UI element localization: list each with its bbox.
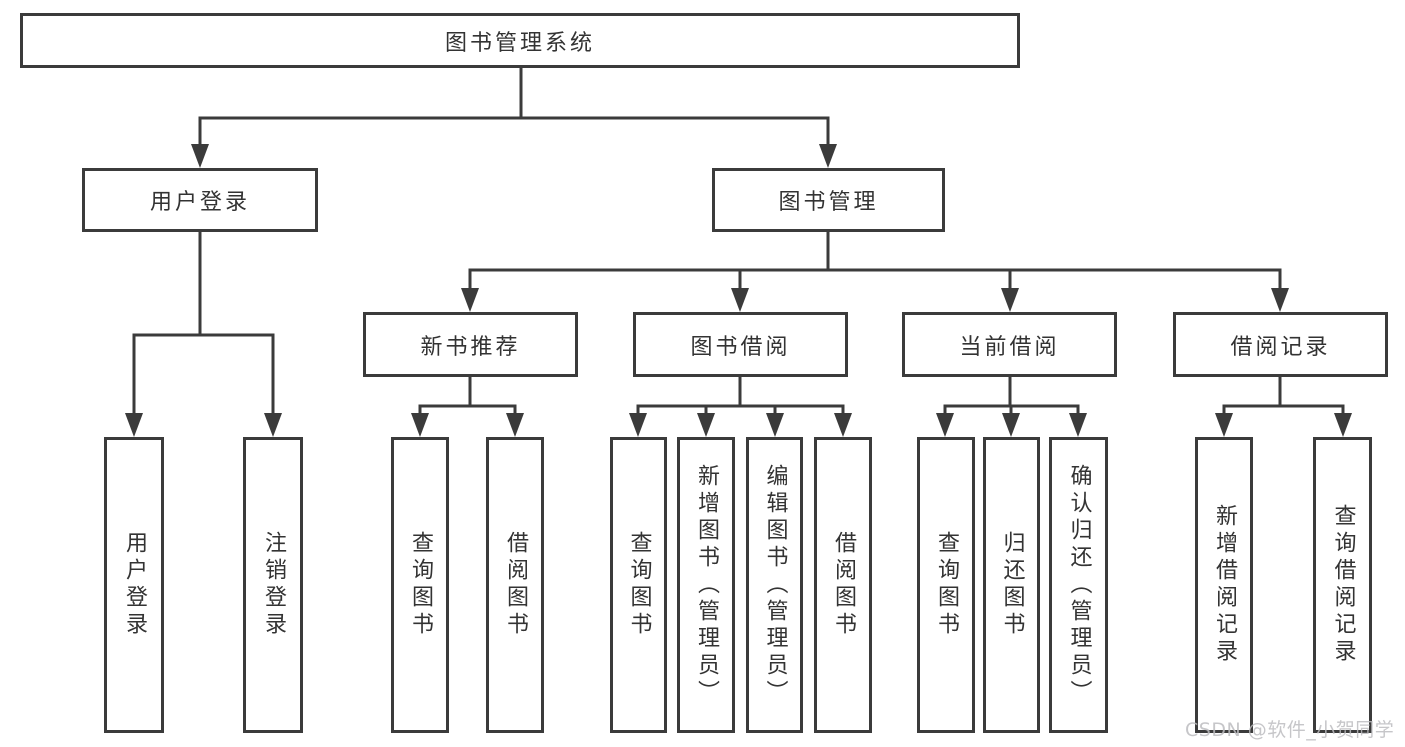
- leaf-borrow-books: 借阅图书: [814, 437, 872, 733]
- node-label: 新书推荐: [420, 334, 521, 360]
- leaf-logout: 注销登录: [243, 437, 303, 733]
- leaf-return-books: 归还图书: [983, 437, 1040, 733]
- leaf-confirm-return-admin: 确认归还（管理员）: [1049, 437, 1108, 733]
- node-book-management: 图书管理: [712, 168, 945, 232]
- leaf-edit-books-admin: 编辑图书（管理员）: [746, 437, 803, 733]
- leaf-add-books-admin: 新增图书（管理员）: [677, 437, 735, 733]
- node-label: 查询图书: [934, 531, 959, 639]
- node-label: 编辑图书（管理员）: [762, 463, 788, 707]
- leaf-query-books-borrow: 查询图书: [610, 437, 667, 733]
- node-label: 确认归还（管理员）: [1066, 463, 1092, 707]
- node-library-management-system: 图书管理系统: [20, 13, 1020, 68]
- node-label: 新增借阅记录: [1212, 504, 1237, 666]
- node-label: 用户登录: [122, 531, 147, 639]
- node-label: 查询图书: [408, 531, 433, 639]
- node-label: 借阅记录: [1230, 334, 1331, 360]
- node-label: 图书借阅: [690, 334, 791, 360]
- leaf-query-books-recommend: 查询图书: [391, 437, 449, 733]
- node-label: 查询借阅记录: [1330, 504, 1356, 666]
- node-label: 当前借阅: [959, 334, 1060, 360]
- node-new-book-recommendation: 新书推荐: [363, 312, 578, 377]
- node-book-borrowing: 图书借阅: [633, 312, 848, 377]
- csdn-watermark: CSDN @软件_小贺同学: [1185, 719, 1395, 741]
- leaf-add-borrow-record: 新增借阅记录: [1195, 437, 1253, 733]
- node-label: 图书管理: [778, 190, 879, 215]
- node-user-login: 用户登录: [82, 168, 318, 232]
- node-borrowing-records: 借阅记录: [1173, 312, 1388, 377]
- node-label: 注销登录: [261, 531, 286, 639]
- leaf-query-books-current: 查询图书: [917, 437, 975, 733]
- node-label: 查询图书: [626, 531, 652, 639]
- node-label: 新增图书（管理员）: [694, 463, 719, 707]
- node-label: 用户登录: [149, 190, 250, 215]
- node-label: 借阅图书: [503, 531, 528, 639]
- leaf-borrow-books-recommend: 借阅图书: [486, 437, 544, 733]
- node-label: 图书管理系统: [444, 30, 595, 56]
- node-current-borrowing: 当前借阅: [902, 312, 1117, 377]
- node-label: 归还图书: [999, 531, 1025, 639]
- node-label: 借阅图书: [831, 531, 856, 639]
- leaf-user-login: 用户登录: [104, 437, 164, 733]
- leaf-query-borrow-record: 查询借阅记录: [1313, 437, 1372, 733]
